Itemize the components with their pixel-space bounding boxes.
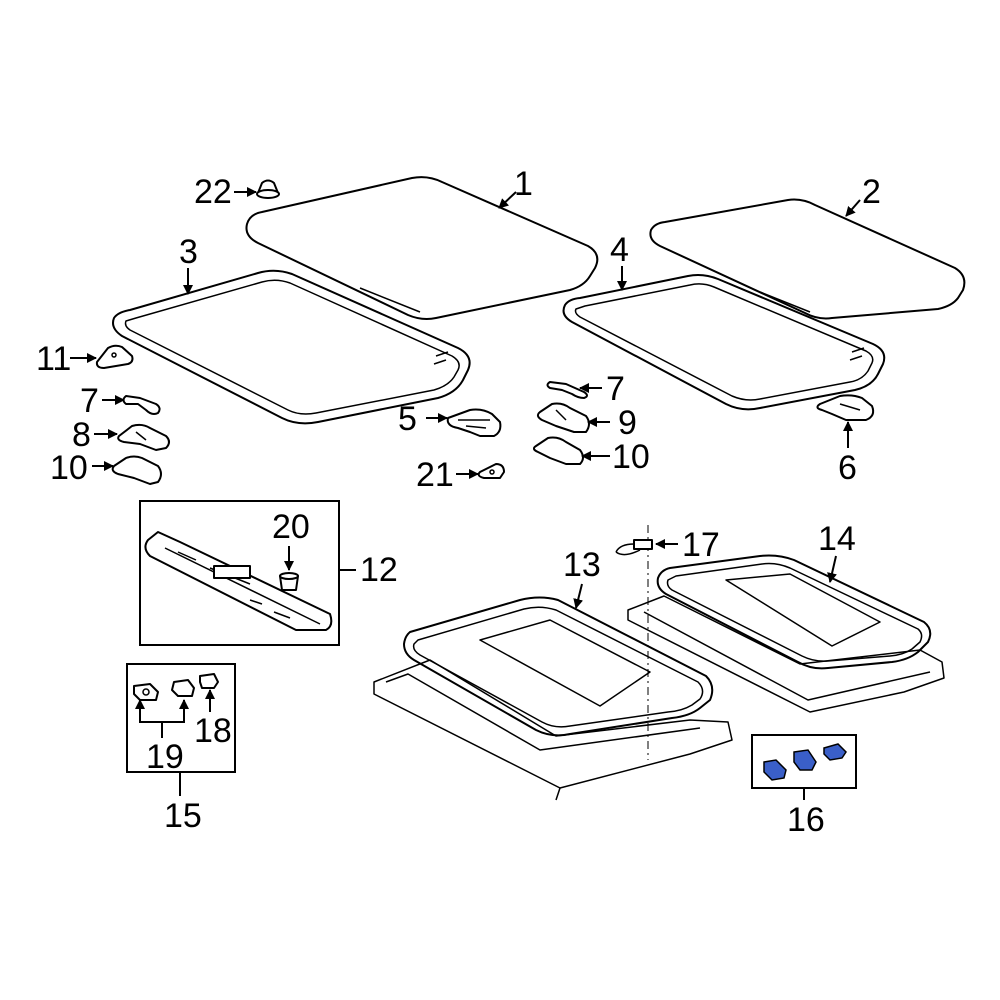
part-5-bracket[interactable] — [446, 408, 502, 437]
part-21-bracket[interactable] — [477, 463, 505, 479]
part-2-glass-panel[interactable] — [649, 198, 966, 320]
part-11-bracket[interactable] — [95, 344, 134, 369]
callout-8: 8 — [72, 416, 91, 454]
part-10-left-guide[interactable] — [111, 455, 162, 485]
callout-1: 1 — [514, 165, 533, 203]
callout-9: 9 — [618, 404, 637, 442]
callout-labels: 22 1 2 3 4 11 7 8 10 5 21 7 9 10 6 20 12… — [36, 165, 881, 839]
group-12-box — [139, 500, 340, 646]
part-6-bracket[interactable] — [816, 394, 875, 421]
callout-20: 20 — [272, 508, 310, 546]
part-4-glass-frame[interactable] — [562, 274, 886, 411]
callout-21: 21 — [416, 456, 454, 494]
callout-14: 14 — [818, 520, 856, 558]
part-16-clip-a — [763, 759, 787, 781]
callout-10-left: 10 — [50, 449, 88, 487]
part-16-clip-c — [823, 743, 847, 761]
callout-12: 12 — [360, 551, 398, 589]
callout-15: 15 — [164, 797, 202, 835]
part-17-cable[interactable] — [615, 539, 653, 556]
callout-2: 2 — [862, 173, 881, 211]
callout-17: 17 — [682, 526, 720, 564]
callout-7-right: 7 — [606, 370, 625, 408]
part-10-right-guide[interactable] — [532, 436, 584, 465]
lower-housing-right — [627, 595, 945, 713]
part-8-guide[interactable] — [117, 423, 170, 451]
lower-housing-left — [373, 659, 733, 801]
part-3-glass-frame[interactable] — [112, 269, 471, 425]
callout-19: 19 — [146, 738, 184, 776]
callout-7-left: 7 — [80, 382, 99, 420]
group-16-box — [751, 734, 857, 789]
part-13-frame[interactable] — [403, 596, 714, 737]
part-7-left-link[interactable] — [122, 395, 161, 415]
callout-18: 18 — [194, 712, 232, 750]
callout-13: 13 — [563, 546, 601, 584]
leader-lines — [70, 187, 861, 800]
callout-22: 22 — [194, 173, 232, 211]
callout-6: 6 — [838, 449, 857, 487]
callout-10-right: 10 — [612, 438, 650, 476]
callout-3: 3 — [179, 233, 198, 271]
part-14-frame[interactable] — [656, 554, 932, 670]
part-9-guide[interactable] — [536, 402, 590, 433]
part-22-cap[interactable] — [256, 179, 280, 199]
callout-4: 4 — [610, 231, 629, 269]
part-7-right-link[interactable] — [546, 381, 588, 399]
callout-5: 5 — [398, 400, 417, 438]
callout-11: 11 — [36, 340, 71, 378]
callout-16: 16 — [787, 801, 825, 839]
part-16-clip-b — [793, 749, 817, 771]
group-15-box — [126, 663, 236, 773]
part-1-glass-panel[interactable] — [245, 176, 599, 320]
